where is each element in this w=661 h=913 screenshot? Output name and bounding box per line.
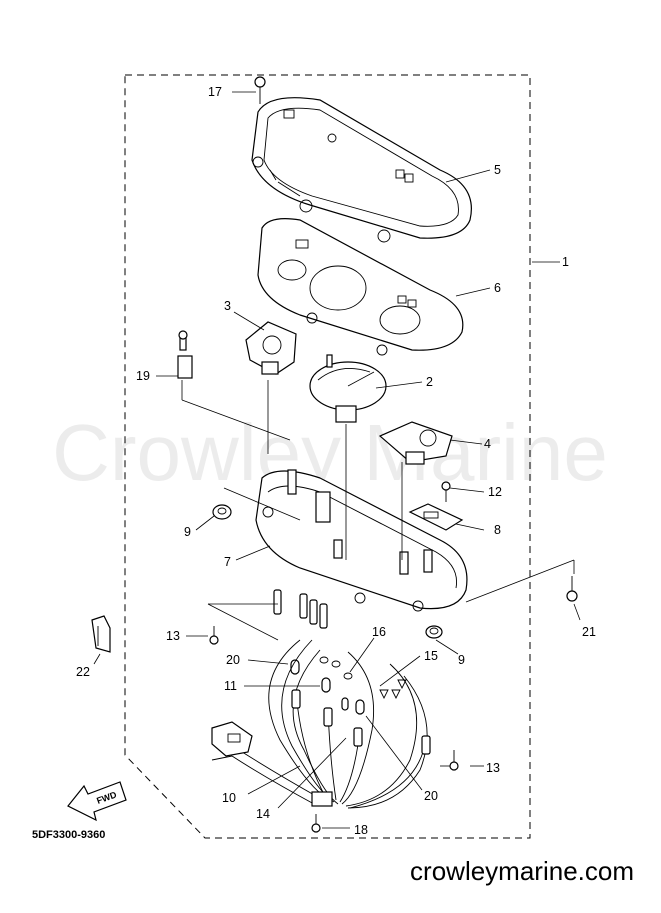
part-6-frame[interactable]: [257, 218, 464, 356]
part-18-screw[interactable]: [311, 814, 321, 833]
part-9-grommet-left[interactable]: [212, 504, 232, 520]
watermark-text: Crowley Marine: [52, 408, 608, 497]
callout-20-right[interactable]: 20: [424, 789, 438, 803]
callout-13-right[interactable]: 13: [486, 761, 500, 775]
callout-8[interactable]: 8: [494, 523, 501, 537]
callouts: 17 5 1 6 3 2 19 4 12 8 9 7 13 21 16 15 9…: [76, 85, 596, 837]
callout-4[interactable]: 4: [484, 437, 491, 451]
part-3-gauge-movement[interactable]: [245, 321, 297, 375]
part-19-bracket[interactable]: [177, 330, 193, 379]
part-15-bulbs[interactable]: [379, 679, 407, 700]
part-22-clip[interactable]: [91, 615, 111, 653]
part-20-bulb-right[interactable]: [355, 699, 365, 715]
part-4-gauge-movement[interactable]: [378, 421, 453, 465]
part-7-housing[interactable]: [255, 469, 468, 612]
part-14-bulb[interactable]: [341, 697, 349, 711]
callout-11[interactable]: 11: [224, 679, 237, 693]
part-2-dial[interactable]: [309, 354, 387, 423]
part-21-screw[interactable]: [566, 576, 578, 602]
part-11-bulb[interactable]: [321, 677, 331, 693]
part-20-bulb-left[interactable]: [290, 659, 300, 675]
callout-19[interactable]: 19: [136, 369, 150, 383]
callout-7[interactable]: 7: [224, 555, 231, 569]
part-12-screw[interactable]: [441, 481, 451, 502]
callout-20-left[interactable]: 20: [226, 653, 240, 667]
part-16-bulbs[interactable]: [319, 656, 353, 680]
callout-3[interactable]: 3: [224, 299, 231, 313]
part-17-screw[interactable]: [254, 76, 266, 104]
callout-2[interactable]: 2: [426, 375, 433, 389]
callout-18[interactable]: 18: [354, 823, 368, 837]
bulb-sockets-upper[interactable]: [273, 589, 328, 629]
callout-22[interactable]: 22: [76, 665, 90, 679]
assembly-boundary: [124, 74, 531, 839]
callout-13-left[interactable]: 13: [166, 629, 180, 643]
callout-12[interactable]: 12: [488, 485, 502, 499]
part-13-screw-left[interactable]: [209, 626, 219, 645]
callout-5[interactable]: 5: [494, 163, 501, 177]
callout-1[interactable]: 1: [562, 255, 569, 269]
diagram-code: 5DF3300-9360: [32, 829, 105, 841]
fwd-arrow-icon: FWD: [67, 781, 127, 822]
part-13-screw-right[interactable]: [449, 750, 459, 771]
website-url[interactable]: crowleymarine.com: [410, 856, 634, 886]
leader-lines: [93, 91, 581, 829]
part-9-grommet-right[interactable]: [425, 625, 443, 639]
callout-16[interactable]: 16: [372, 625, 386, 639]
callout-21[interactable]: 21: [582, 625, 596, 639]
callout-6[interactable]: 6: [494, 281, 501, 295]
callout-17[interactable]: 17: [208, 85, 222, 99]
callout-9-right[interactable]: 9: [458, 653, 465, 667]
callout-9-left[interactable]: 9: [184, 525, 191, 539]
part-10-harness[interactable]: [211, 639, 431, 809]
callout-15[interactable]: 15: [424, 649, 438, 663]
part-5-cover[interactable]: [251, 97, 472, 243]
callout-10[interactable]: 10: [222, 791, 236, 805]
callout-14[interactable]: 14: [256, 807, 270, 821]
part-8-plate[interactable]: [408, 503, 464, 531]
